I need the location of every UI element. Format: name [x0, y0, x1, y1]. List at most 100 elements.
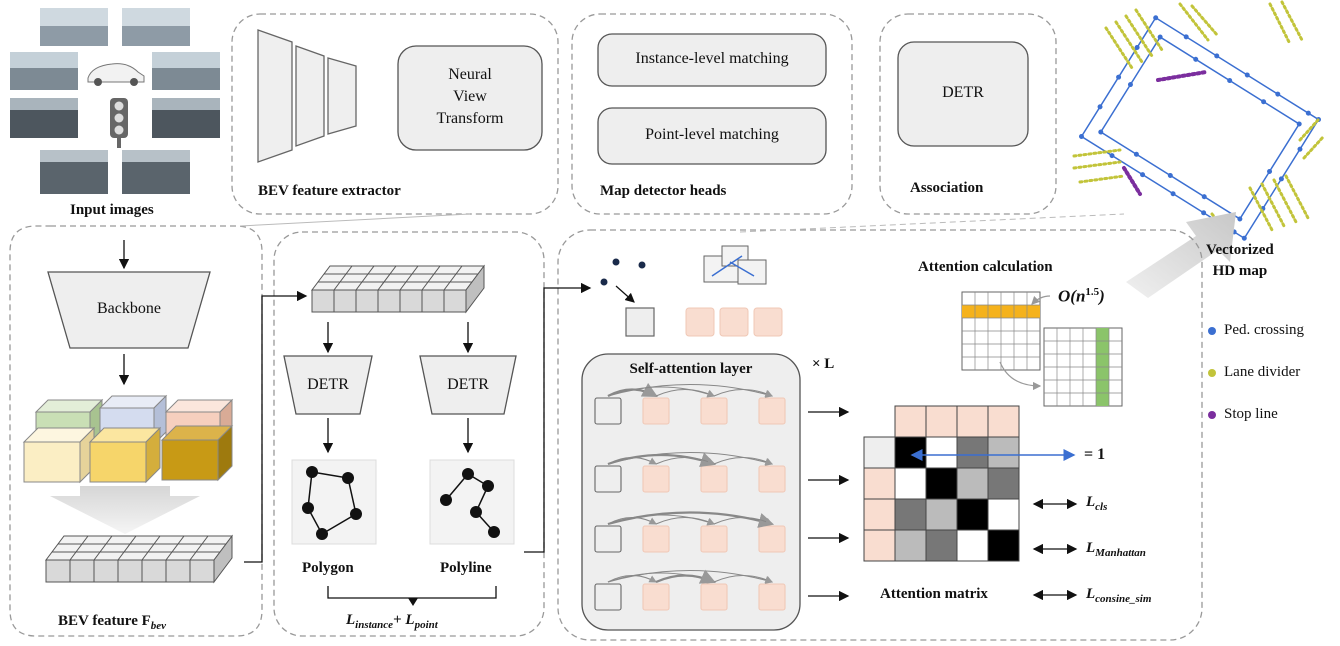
matrix-cell	[956, 405, 989, 438]
nvt-line: Transform	[436, 110, 504, 127]
loss-sub: consine_sim	[1095, 593, 1152, 605]
matrix-cell	[925, 467, 958, 500]
legend-item: Lane divider	[1208, 364, 1300, 381]
slab-side	[465, 264, 485, 314]
connector-line	[739, 213, 1125, 233]
legend-dot	[1208, 326, 1216, 335]
matrix-cell	[987, 436, 1020, 469]
token	[642, 525, 670, 553]
slab-grid	[355, 265, 375, 291]
backbone-panel	[9, 225, 263, 637]
legend-item: Stop line	[1208, 406, 1278, 423]
down-arrow	[50, 486, 200, 534]
slab-grid	[117, 535, 137, 561]
token	[758, 397, 786, 425]
attention-arc	[655, 456, 716, 465]
attention-arc	[655, 569, 717, 584]
attention-matrix	[863, 405, 1020, 562]
legend-item: Ped. crossing	[1208, 322, 1304, 339]
slab-side	[213, 534, 233, 584]
attention-arc	[655, 516, 716, 525]
complexity-label: O(n1.5)	[1058, 286, 1105, 307]
token	[758, 465, 786, 493]
loss-sub: point	[414, 619, 438, 631]
nvt-label: Neural View Transform	[398, 64, 542, 130]
matrix-cell	[925, 498, 958, 531]
slab-grid	[189, 535, 209, 561]
legend-dot	[1208, 368, 1216, 377]
slab-grid	[443, 265, 463, 291]
self-attention-box	[581, 353, 801, 631]
matrix-cell	[956, 436, 989, 469]
matrix-cell	[956, 467, 989, 500]
slab-grid	[399, 265, 419, 291]
matrix-cell	[863, 436, 896, 469]
attention-arc	[607, 384, 774, 398]
loss-text: L	[346, 612, 356, 628]
map-heads-panel	[571, 13, 853, 215]
attention-matrix-label: Attention matrix	[880, 586, 988, 602]
backbone-box	[47, 271, 211, 349]
loss-text: L	[1086, 494, 1096, 510]
token	[594, 525, 622, 553]
matrix-cell	[863, 529, 896, 562]
bev-extractor-title: BEV feature extractor	[258, 183, 401, 199]
arrow	[244, 290, 308, 563]
token	[700, 525, 728, 553]
vectorized-line: HD map	[1212, 263, 1268, 279]
detr-right-box	[419, 355, 517, 415]
matrix-cell	[894, 498, 927, 531]
attention-panel	[557, 229, 1203, 641]
point-matching-label: Point-level matching	[645, 126, 779, 143]
attention-calc-title: Attention calculation	[918, 259, 1053, 275]
matrix-cell	[894, 436, 927, 469]
complexity-close: )	[1099, 286, 1105, 306]
input-images-grid	[10, 8, 220, 194]
bev-extractor-panel	[231, 13, 559, 215]
token	[642, 465, 670, 493]
detr-left-box	[283, 355, 373, 415]
map-heads-title: Map detector heads	[600, 183, 727, 199]
matrix-cell	[987, 467, 1020, 500]
bev-feature-sub: bev	[150, 620, 167, 632]
slab-front	[311, 289, 467, 313]
calc-arrow	[1031, 295, 1051, 305]
attention-arc	[607, 570, 774, 584]
association-detr-label: DETR	[942, 84, 984, 101]
slab-top	[45, 535, 233, 561]
hd-map-illustration	[1072, 0, 1326, 241]
polyline-graph	[429, 459, 515, 545]
bev-feature-label: BEV feature Fbev	[58, 613, 166, 632]
bev-feature-text: BEV feature F	[58, 613, 151, 629]
instance-matching-label: Instance-level matching	[635, 50, 789, 67]
bev-grid-left	[45, 534, 233, 584]
self-attention-title: Self-attention layer	[629, 361, 753, 377]
loss-cosine: Lconsine_sim	[1086, 586, 1151, 605]
polyline-label: Polyline	[440, 560, 492, 576]
self-attention-rows	[594, 382, 786, 611]
calc-arrow	[999, 361, 1042, 391]
matrix-cell	[925, 529, 958, 562]
equals-one-label: = 1	[1084, 446, 1106, 463]
output-arrow	[1126, 212, 1236, 298]
attention-calc-grids	[961, 291, 1123, 407]
loss-manhattan: LManhattan	[1086, 540, 1146, 559]
token	[700, 583, 728, 611]
token	[700, 397, 728, 425]
query-tokens	[685, 307, 783, 337]
matrix-cell	[956, 529, 989, 562]
times-l-label: × L	[812, 356, 835, 372]
nvt-line: View	[453, 88, 487, 105]
matrix-cell	[863, 467, 896, 500]
token	[642, 583, 670, 611]
legend-label: Lane divider	[1224, 364, 1301, 380]
polygon-graph	[291, 459, 377, 545]
legend-label: Stop line	[1224, 406, 1278, 422]
token	[700, 465, 728, 493]
loss-text: L	[1086, 540, 1096, 556]
feature-cubes	[22, 394, 234, 484]
backbone-label: Backbone	[97, 300, 161, 317]
association-panel	[879, 13, 1057, 215]
token	[594, 583, 622, 611]
